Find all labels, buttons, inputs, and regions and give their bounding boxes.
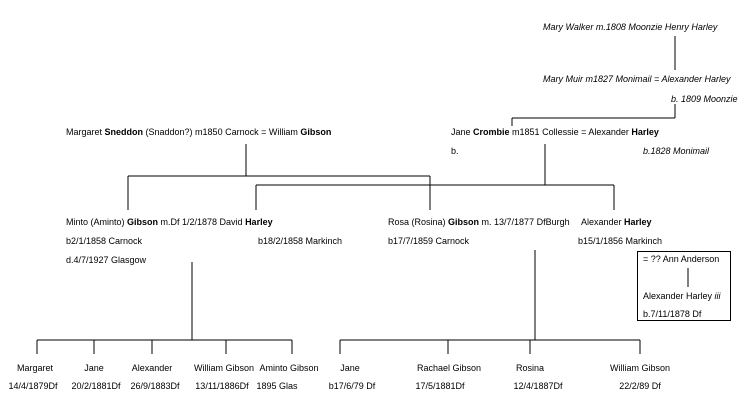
alexander-harley-iii-name: Alexander Harley iii [643,291,721,301]
child-name: Margaret [16,363,54,373]
crombie-harley-marriage: Jane Crombie m1851 Collessie = Alexander… [451,127,659,137]
minto-death: d.4/7/1927 Glasgow [66,255,147,265]
rosa-birth: b17/7/1859 Carnock [388,236,470,246]
child-name: William Gibson [193,363,255,373]
child-date: 1895 Glas [256,381,298,391]
child-name: Jane [84,363,104,373]
child-name: Jane [340,363,360,373]
rosa-marriage: Rosa (Rosina) Gibson m. 13/7/1877 DfBurg… [388,217,570,227]
alexander-harley-1828-birth: b.1828 Monimail [643,146,710,156]
child-name: Rosina [515,363,545,373]
alexander-harley-name: Alexander Harley [581,217,652,227]
child-date: 22/2/89 Df [619,381,661,391]
child-date: 12/4/1887Df [513,381,563,391]
child-date: 20/2/1881Df [71,381,121,391]
child-name: Rachael Gibson [416,363,482,373]
walker-harley-marriage: Mary Walker m.1808 Moonzie Henry Harley [543,22,718,32]
muir-harley-marriage: Mary Muir m1827 Monimail = Alexander Har… [543,74,731,84]
child-date: 14/4/1879Df [8,381,58,391]
alexander-harley-iii-birth: b.7/11/1878 Df [643,309,702,319]
child-date: 26/9/1883Df [130,381,180,391]
child-date: b17/6/79 Df [328,381,376,391]
anderson-box [637,251,731,321]
ann-anderson-marriage: = ?? Ann Anderson [643,254,720,264]
david-harley-birth: b18/2/1858 Markinch [258,236,343,246]
child-name: Alexander [131,363,173,373]
minto-birth: b2/1/1858 Carnock [66,236,143,246]
child-name: Aminto Gibson [259,363,319,373]
child-name: William Gibson [609,363,671,373]
alexander-harley-birth: b. 1809 Moonzie [671,94,738,104]
jane-crombie-birth: b. [451,146,459,156]
sneddon-gibson-marriage: Margaret Sneddon (Snaddon?) m1850 Carnoc… [66,127,332,137]
child-date: 13/11/1886Df [195,381,249,391]
child-date: 17/5/1881Df [415,381,465,391]
alexander-harley-1856-birth: b15/1/1856 Markinch [578,236,663,246]
minto-harley-marriage: Minto (Aminto) Gibson m.Df 1/2/1878 Davi… [66,217,273,227]
